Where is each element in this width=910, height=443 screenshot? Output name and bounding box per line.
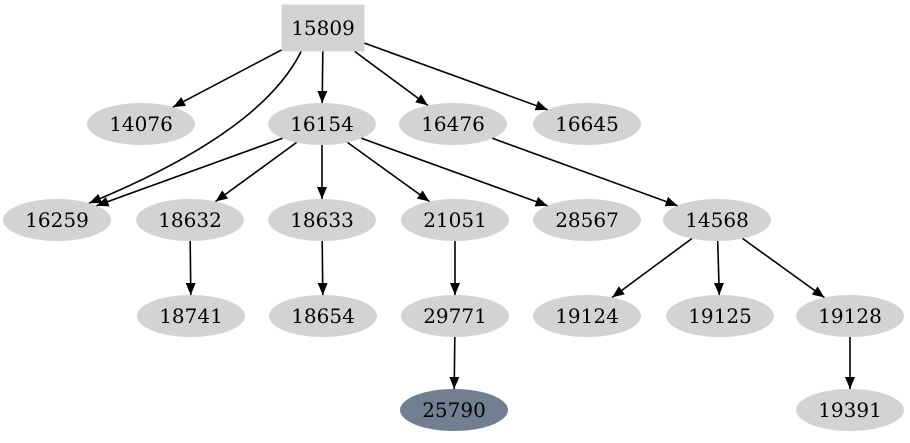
node-label-25790: 25790 — [422, 398, 486, 422]
edge-15809-14076 — [172, 49, 282, 108]
node-label-18633: 18633 — [290, 208, 354, 232]
node-label-19391: 19391 — [818, 398, 882, 422]
edge-15809-16259 — [88, 51, 302, 204]
node-label-18632: 18632 — [158, 208, 222, 232]
node-18633 — [268, 199, 376, 241]
node-18741 — [137, 295, 245, 337]
edge-16154-21051 — [347, 141, 430, 203]
node-14568 — [663, 199, 771, 241]
edge-18632-18741 — [185, 240, 196, 296]
node-28567 — [533, 199, 641, 241]
node-label-18654: 18654 — [291, 304, 355, 328]
node-label-29771: 29771 — [423, 304, 487, 328]
edge-16476-14568 — [492, 137, 678, 207]
node-19391 — [796, 389, 904, 431]
node-21051 — [401, 199, 509, 241]
node-29771 — [401, 295, 509, 337]
node-16259 — [3, 199, 111, 241]
node-layer: 15809 14076 16154 16476 16645 16259 18632 18633… — [3, 4, 904, 431]
node-label-14076: 14076 — [109, 112, 173, 136]
node-label-16154: 16154 — [290, 112, 354, 136]
edge-15809-16645 — [364, 42, 548, 111]
edge-layer — [88, 42, 855, 390]
node-label-16645: 16645 — [555, 112, 619, 136]
node-label-15809: 15809 — [291, 16, 355, 40]
node-19124 — [533, 295, 641, 337]
edge-14568-19125 — [713, 240, 724, 296]
edge-15809-16154 — [317, 51, 328, 104]
node-16476 — [399, 103, 507, 145]
node-label-19124: 19124 — [555, 304, 619, 328]
edge-16154-16259 — [96, 137, 283, 207]
node-18654 — [269, 295, 377, 337]
node-label-19125: 19125 — [688, 304, 752, 328]
edge-29771-25790 — [449, 336, 460, 390]
edge-14568-19128 — [742, 237, 825, 299]
node-label-18741: 18741 — [159, 304, 223, 328]
node-label-21051: 21051 — [423, 208, 487, 232]
node-19128 — [796, 295, 904, 337]
node-15809 — [281, 4, 365, 52]
edge-18633-18654 — [317, 240, 328, 296]
node-label-19128: 19128 — [818, 304, 882, 328]
node-label-16259: 16259 — [25, 208, 89, 232]
node-label-28567: 28567 — [555, 208, 619, 232]
node-16154 — [268, 103, 376, 145]
node-18632 — [136, 199, 244, 241]
edge-16154-28567 — [361, 137, 548, 207]
node-label-14568: 14568 — [685, 208, 749, 232]
node-14076 — [87, 103, 195, 145]
edge-15809-16476 — [354, 50, 429, 107]
node-16645 — [533, 103, 641, 145]
node-25790 — [400, 389, 508, 431]
node-label-16476: 16476 — [421, 112, 485, 136]
node-19125 — [666, 295, 774, 337]
edge-16154-18632 — [215, 141, 297, 203]
edge-14568-19124 — [611, 237, 693, 299]
